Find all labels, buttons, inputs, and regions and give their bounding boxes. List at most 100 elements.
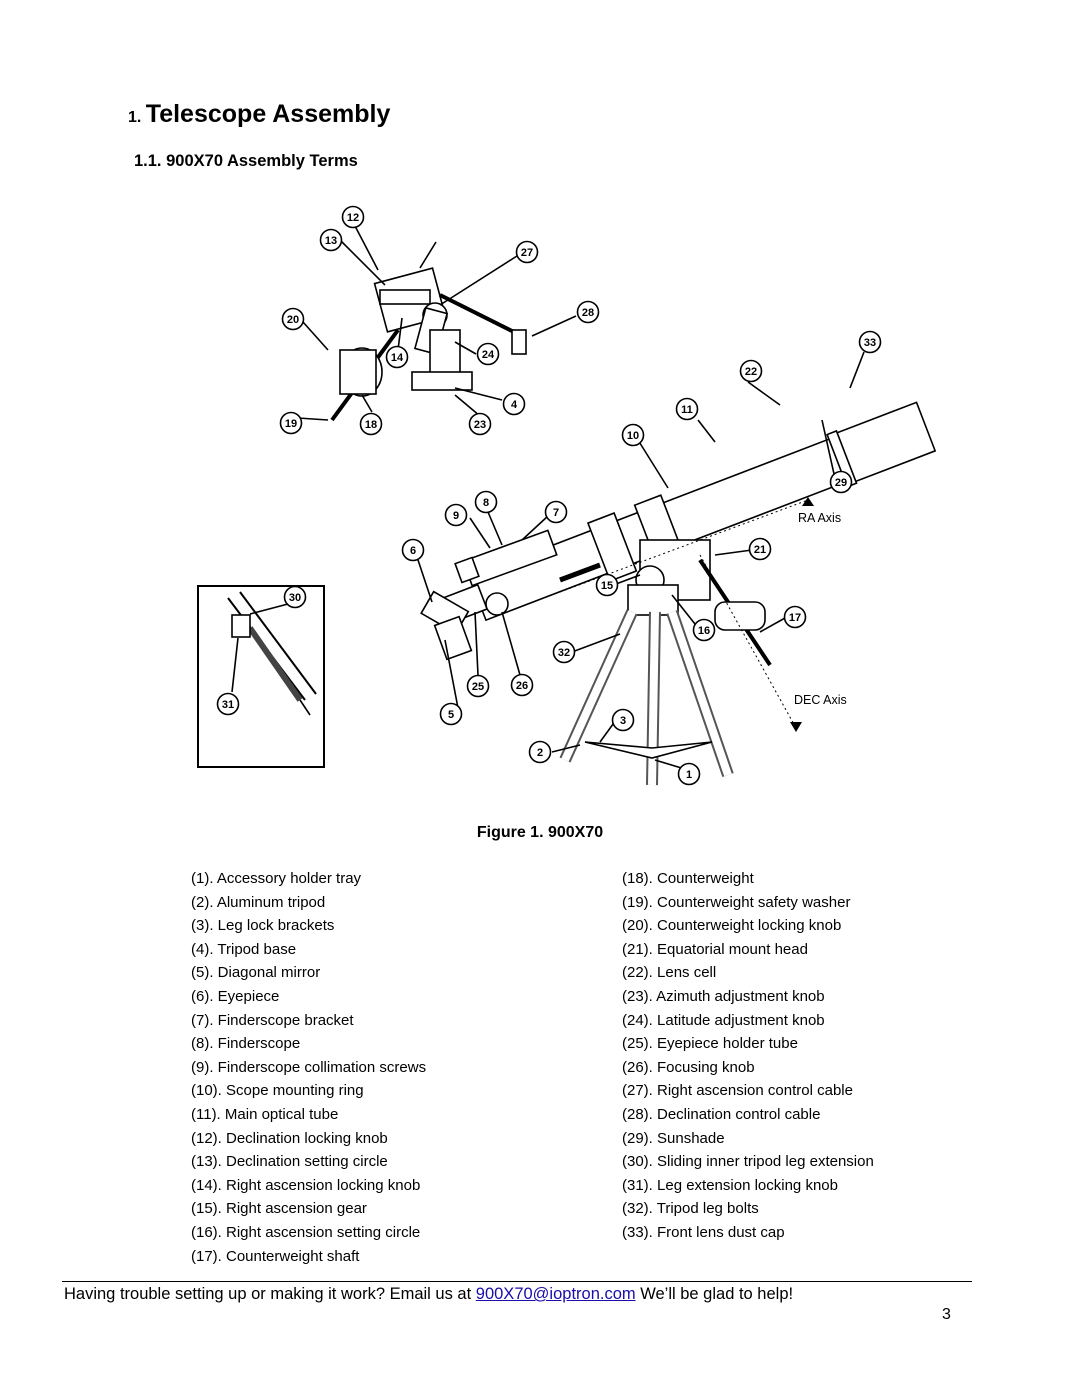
callout-circle xyxy=(748,537,772,561)
callout-number: 15 xyxy=(601,580,613,592)
part-list-item: (12). Declination locking knob xyxy=(191,1129,388,1147)
callout-circle xyxy=(515,240,539,264)
footer-suffix: We’ll be glad to help! xyxy=(635,1285,794,1303)
callout-circle xyxy=(216,692,240,716)
callout-number: 4 xyxy=(511,399,518,411)
part-list-item: (23). Azimuth adjustment knob xyxy=(622,987,825,1005)
part-list-item: (27). Right ascension control cable xyxy=(622,1082,853,1100)
part-list-item: (11). Main optical tube xyxy=(191,1105,339,1123)
callout-number: 31 xyxy=(222,699,234,711)
section-title: Telescope Assembly xyxy=(145,100,391,128)
part-list-item: (33). Front lens dust cap xyxy=(622,1223,785,1241)
part-list-item: (5). Diagonal mirror xyxy=(191,964,321,982)
callout-circle xyxy=(319,228,343,252)
callout-circle xyxy=(444,503,468,527)
callout-number: 7 xyxy=(553,507,559,519)
callout-number: 13 xyxy=(325,235,337,247)
part-list-item: (1). Accessory holder tray xyxy=(191,870,362,887)
part-list-item: (10). Scope mounting ring xyxy=(191,1082,364,1100)
callout-circle xyxy=(281,307,305,331)
part-list-item: (19). Counterweight safety washer xyxy=(622,893,851,911)
callout-circle xyxy=(829,470,853,494)
callout-number: 20 xyxy=(287,314,299,326)
parts-list-left: (1). Accessory holder tray (2). Aluminum … xyxy=(191,867,426,1268)
support-footer: Having trouble setting up or making it w… xyxy=(64,1285,793,1304)
callout-number: 5 xyxy=(448,709,454,721)
part-list-item: (15). Right ascension gear xyxy=(191,1200,367,1218)
callout-number: 14 xyxy=(391,352,404,364)
callout-circle xyxy=(544,500,568,524)
callout-circle xyxy=(552,640,576,664)
support-email-link[interactable]: 900X70@ioptron.com xyxy=(475,1285,636,1303)
part-list-item: (20). Counterweight locking knob xyxy=(622,917,842,935)
part-list-item: (25). Eyepiece holder tube xyxy=(622,1035,798,1053)
callout-number: 16 xyxy=(698,625,710,637)
callout-circle xyxy=(439,702,463,726)
part-list-item: (29). Sunshade xyxy=(622,1129,725,1147)
dec-axis-label: DEC Axis xyxy=(794,693,847,707)
callout-number: 23 xyxy=(474,419,486,431)
callout-number: 8 xyxy=(483,497,489,509)
telescope-assembly-figure: RA Axis DEC Axis xyxy=(190,195,937,805)
callout-number: 3 xyxy=(620,715,626,727)
callout-circle xyxy=(510,673,534,697)
callout-circle xyxy=(677,762,701,786)
section-heading: 1. Telescope Assembly xyxy=(128,100,390,129)
callout-number: 1 xyxy=(686,769,692,781)
part-list-item: (28). Declination control cable xyxy=(622,1105,821,1123)
callout-circle xyxy=(783,605,807,629)
part-list-item: (18). Counterweight xyxy=(622,870,754,887)
part-list-item: (26). Focusing knob xyxy=(622,1058,755,1076)
callout-circle xyxy=(474,490,498,514)
callout-circle xyxy=(468,412,492,436)
callout-number: 11 xyxy=(681,404,693,416)
part-list-item: (17). Counterweight shaft xyxy=(191,1247,360,1265)
part-list-item: (2). Aluminum tripod xyxy=(191,893,326,911)
callout-number: 30 xyxy=(289,592,301,604)
callout-number: 19 xyxy=(285,418,297,430)
part-list-item: (8). Finderscope xyxy=(191,1035,301,1053)
callout-number: 24 xyxy=(482,349,495,361)
part-list-item: (6). Eyepiece xyxy=(191,987,280,1005)
callout-circle xyxy=(341,205,365,229)
part-list-item: (7). Finderscope bracket xyxy=(191,1011,354,1029)
callout-circle xyxy=(739,359,763,383)
part-list-item: (30). Sliding inner tripod leg extension xyxy=(622,1153,874,1171)
part-list-item: (14). Right ascension locking knob xyxy=(191,1176,421,1194)
ra-axis-label: RA Axis xyxy=(798,511,841,525)
parts-list-right: (18). Counterweight (19). Counterweight s… xyxy=(622,867,874,1245)
callout-number: 28 xyxy=(582,307,594,319)
callout-number: 27 xyxy=(521,247,533,259)
callout-circle xyxy=(621,423,645,447)
footer-divider xyxy=(62,1281,972,1282)
callout-circle xyxy=(401,538,425,562)
telescope-diagram: RA Axis DEC Axis xyxy=(197,205,937,786)
callout-circle xyxy=(283,585,307,609)
callout-number: 22 xyxy=(745,366,757,378)
callout-circle xyxy=(502,392,526,416)
callout-circle xyxy=(466,674,490,698)
callout-circle xyxy=(675,397,699,421)
callout-number: 32 xyxy=(558,647,570,659)
part-list-item: (4). Tripod base xyxy=(191,940,297,958)
callout-number: 29 xyxy=(835,477,847,489)
callout-circle xyxy=(611,708,635,732)
part-list-item: (24). Latitude adjustment knob xyxy=(622,1011,825,1029)
part-list-item: (16). Right ascension setting circle xyxy=(191,1223,421,1241)
part-list-item: (3). Leg lock brackets xyxy=(191,917,335,935)
callout-number: 33 xyxy=(864,337,876,349)
callout-circle xyxy=(359,412,383,436)
part-list-item: (9). Finderscope collimation screws xyxy=(191,1058,427,1076)
section-number: 1. xyxy=(128,109,142,126)
callout-circle xyxy=(476,342,500,366)
callout-number: 9 xyxy=(453,510,459,522)
callout-number: 18 xyxy=(365,419,377,431)
callout-number: 2 xyxy=(537,747,543,759)
part-list-item: (22). Lens cell xyxy=(622,964,717,982)
callout-number: 12 xyxy=(347,212,359,224)
callout-circle xyxy=(528,740,552,764)
callout-circle xyxy=(576,300,600,324)
footer-prefix: Having trouble setting up or making it w… xyxy=(64,1285,476,1303)
callout-number: 26 xyxy=(516,680,528,692)
callout-circle xyxy=(595,573,619,597)
